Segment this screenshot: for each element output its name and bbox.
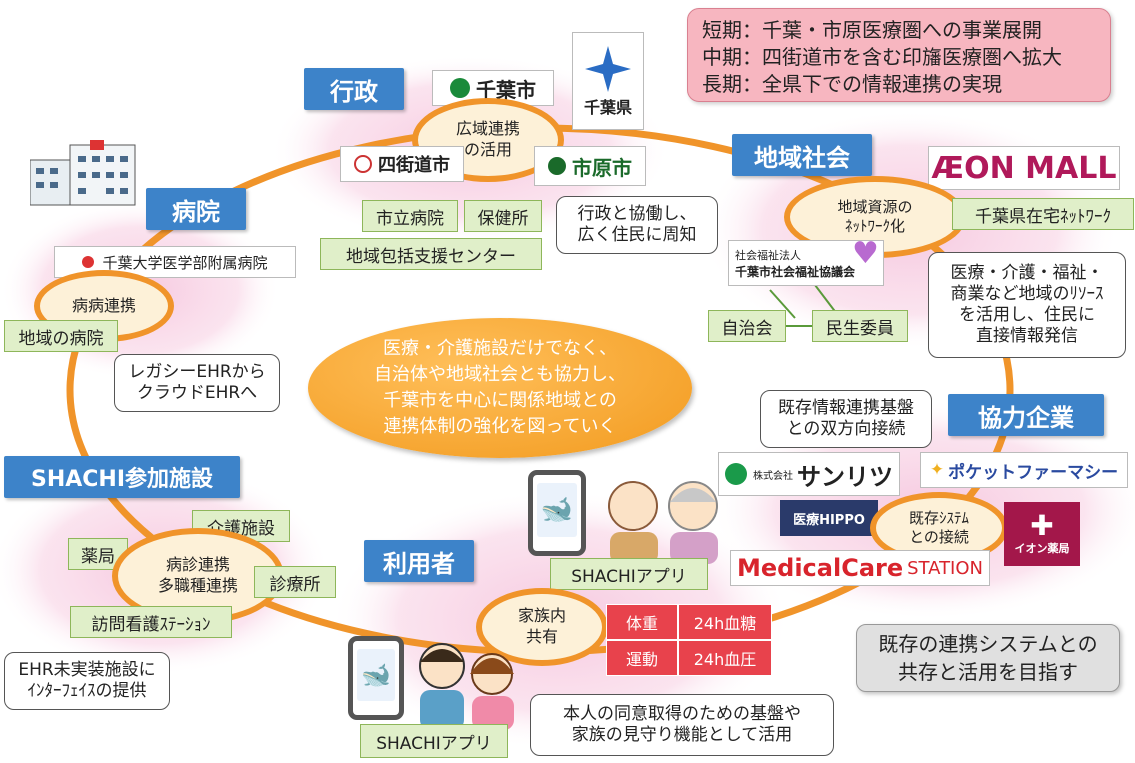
sanritsu-text: サンリツ: [797, 462, 893, 491]
shachi-note: EHR未実装施設に ｲﾝﾀｰﾌｪｲｽの提供: [4, 652, 170, 710]
pocket-text: ポケットファーマシー: [948, 462, 1119, 483]
station-text: STATION: [907, 557, 984, 579]
aeon-yakkyoku-cross-icon: ✚: [1030, 509, 1054, 542]
tag-houmon-kango: 訪問看護ｽﾃｰｼｮﾝ: [70, 606, 232, 638]
chiba-univ-text: 千葉大学医学部附属病院: [102, 253, 268, 272]
riyosha-oval: 家族内 共有: [476, 588, 608, 666]
chiba-univ-emblem-icon: [82, 256, 95, 268]
aeon-mall-logo: ÆON MALL: [928, 146, 1120, 190]
medicalcare-station-logo: MedicalCare STATION: [730, 550, 990, 586]
gyosei-note: 行政と協働し、 広く住民に周知: [556, 196, 718, 254]
yotsukaido-logo: 四街道市: [340, 146, 464, 182]
ihoken-logo: 医療HIPPO: [780, 500, 878, 536]
sanritsu-logo: 株式会社 サンリツ: [718, 452, 900, 496]
young-couple-icon: [419, 643, 514, 730]
chiiki-label: 地域社会: [732, 134, 872, 176]
riyosha-label: 利用者: [364, 540, 474, 582]
tag-chiiki-byoin: 地域の病院: [4, 320, 118, 352]
ichihara-text: 市原市: [572, 155, 632, 180]
kigyo-statement: 既存の連携システムとの 共存と活用を目指す: [856, 624, 1120, 692]
app-label-bottom: SHACHIアプリ: [360, 724, 508, 758]
medicalcare-text: MedicalCare: [736, 554, 904, 582]
smartphone-icon: 🐋: [528, 470, 586, 556]
kigyo-note: 既存情報連携基盤 との双方向接続: [760, 390, 932, 448]
tag-zaitaku-network: 千葉県在宅ﾈｯﾄﾜｰｸ: [952, 198, 1134, 230]
shakyo-text: 千葉市社会福祉協議会: [735, 264, 856, 279]
vital-weight: 体重: [606, 604, 678, 640]
sanritsu-emblem-icon: [725, 463, 747, 485]
gyosei-label: 行政: [304, 68, 404, 110]
riyosha-note: 本人の同意取得のための基盤や 家族の見守り機能として活用: [530, 694, 834, 756]
shakyo-heart-icon: ♥: [852, 236, 879, 271]
tag-hokenjo: 保健所: [464, 200, 542, 232]
chiba-city-text: 千葉市: [476, 77, 536, 102]
chiiki-note: 医療・介護・福祉・ 商業など地域のﾘｿｰｽ を活用し、住民に 直接情報発信: [928, 252, 1126, 358]
shachi-label: SHACHI参加施設: [4, 456, 240, 498]
orca-icon: 🐋: [537, 483, 577, 537]
chiba-pref-logo: 千葉県: [572, 32, 644, 130]
aeon-yakkyoku-logo: ✚ イオン薬局: [1004, 502, 1080, 566]
tag-shiritsu-byoin: 市立病院: [362, 200, 458, 232]
vital-blood-pressure: 24h血圧: [678, 640, 772, 676]
byoin-label: 病院: [146, 188, 246, 230]
orca-icon-2: 🐋: [357, 649, 395, 701]
vital-blood-sugar: 24h血糖: [678, 604, 772, 640]
smartphone-icon-2: 🐋: [348, 636, 404, 720]
goals-box: 短期：千葉・市原医療圏への事業展開 中期：四街道市を含む印旛医療圏へ拡大 長期：…: [687, 8, 1111, 102]
kigyo-label: 協力企業: [948, 394, 1104, 436]
vital-exercise: 運動: [606, 640, 678, 676]
ichihara-emblem-icon: [548, 157, 566, 175]
tag-shinryojo: 診療所: [254, 566, 336, 598]
chiba-pref-text: 千葉県: [583, 98, 632, 117]
shakyo-top-text: 社会福祉法人: [735, 248, 801, 262]
tag-minsei-iin: 民生委員: [812, 310, 908, 342]
yotsukaido-emblem-icon: [354, 155, 372, 173]
chiba-city-emblem-icon: [450, 78, 470, 98]
app-label-top: SHACHIアプリ: [550, 558, 708, 590]
goal-long: 長期：全県下での情報連携の実現: [702, 72, 1002, 96]
elderly-couple-icon: [608, 481, 718, 564]
ichihara-logo: 市原市: [534, 146, 646, 186]
tag-jichikai: 自治会: [708, 310, 786, 342]
center-message: 医療・介護施設だけでなく、 自治体や地域社会とも協力し、 千葉市を中心に関係地域…: [308, 318, 692, 458]
tag-chiiki-houkatsu: 地域包括支援センター: [320, 238, 542, 270]
sanritsu-pre-text: 株式会社: [753, 470, 793, 482]
hospital-building-icon: [30, 140, 136, 206]
chiba-pref-emblem-icon: [585, 46, 631, 92]
goal-short: 短期：千葉・市原医療圏への事業展開: [702, 18, 1042, 42]
pocket-pharmacy-logo: ✦ ポケットファーマシー: [920, 452, 1128, 488]
shakyo-logo: 社会福祉法人 千葉市社会福祉協議会: [728, 240, 884, 286]
goal-mid: 中期：四街道市を含む印旛医療圏へ拡大: [702, 45, 1062, 69]
yotsukaido-text: 四街道市: [378, 155, 450, 176]
aeon-yakkyoku-text: イオン薬局: [1014, 542, 1070, 555]
pocket-star-icon: ✦: [929, 460, 945, 480]
byoin-note: レガシーEHRから クラウドEHRへ: [114, 354, 280, 412]
